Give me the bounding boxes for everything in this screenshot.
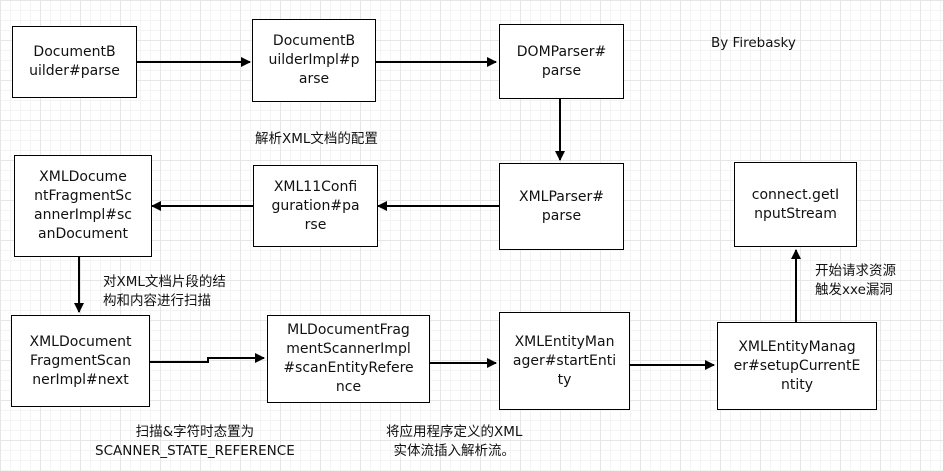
node-documentbuilder-parse: DocumentB uilder#parse (12, 26, 137, 98)
annotation-entity-stream: 将应用程序定义的XML 实体流插入解析流。 (386, 424, 523, 459)
annotation-request-resource: 开始请求资源 触发xxe漏洞 (815, 263, 896, 298)
node-entitymanager-setupcurrententity: XMLEntityManag er#setupCurrentE ntity (717, 322, 877, 410)
author-label: By Firebasky (711, 35, 796, 51)
node-scannerimpl-scandocument: XMLDocume ntFragmentSc annerImpl#sc anDo… (14, 155, 152, 257)
annotation-parse-config: 解析XML文档的配置 (255, 131, 378, 147)
node-xml11configuration-parse: XML11Confi guration#pa rse (253, 165, 378, 247)
arrow-next-to-scanentityreference (150, 353, 265, 363)
node-documentbuilderimpl-parse: DocumentB uilderImpl#p arse (252, 19, 376, 102)
node-scannerimpl-scanentityreference: MLDocumentFrag mentScannerImpl #scanEnti… (267, 315, 430, 403)
node-scannerimpl-next: XMLDocument FragmentScan nerImpl#next (11, 315, 150, 407)
node-connect-getinputstream: connect.getI nputStream (734, 162, 857, 247)
node-xmlparser-parse: XMLParser# parse (499, 163, 624, 250)
annotation-scan-fragment: 对XML文档片段的结 构和内容进行扫描 (103, 274, 226, 309)
node-domparser-parse: DOMParser# parse (499, 24, 624, 99)
annotation-scanner-state: 扫描&字符时态置为 SCANNER_STATE_REFERENCE (95, 424, 295, 459)
node-entitymanager-startentity: XMLEntityMan ager#startEnti ty (499, 312, 630, 410)
